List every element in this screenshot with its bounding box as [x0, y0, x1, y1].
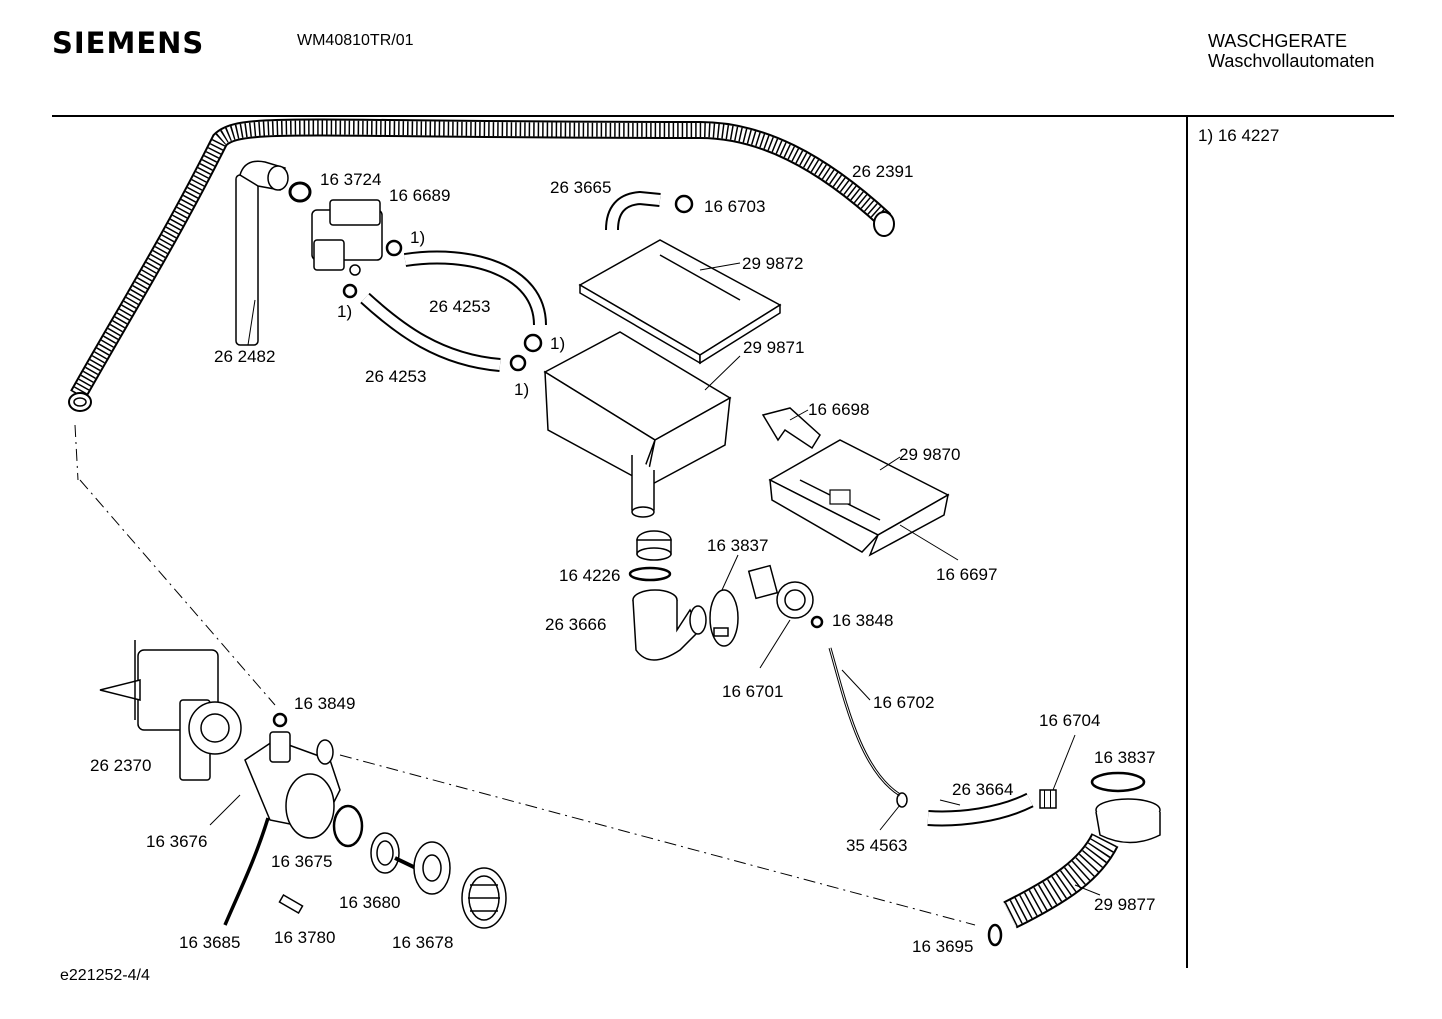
part-label: 26 2391 — [852, 162, 913, 181]
part-label: 26 4253 — [365, 367, 426, 386]
leader-lines — [209, 262, 1101, 896]
drain-pump-part — [99, 640, 288, 781]
part-label: 29 9877 — [1094, 895, 1155, 914]
part-label: 16 3837 — [1094, 748, 1155, 767]
inlet-hose-part — [360, 250, 547, 372]
clip-part — [278, 894, 304, 914]
part-label: 16 6697 — [936, 565, 997, 584]
part-label: 26 2370 — [90, 756, 151, 775]
part-label: 16 6701 — [722, 682, 783, 701]
part-label: 16 4226 — [559, 566, 620, 585]
dispenser-lever-part — [761, 407, 821, 450]
header-divider — [52, 115, 1394, 117]
pressure-tube-part — [828, 647, 901, 797]
dispenser-hose-part — [605, 190, 694, 231]
dispenser-lid-part — [578, 239, 782, 365]
drain-hose-part — [68, 118, 895, 412]
part-label: 16 3837 — [707, 536, 768, 555]
o-ring-part — [709, 589, 739, 647]
part-label: 16 6702 — [873, 693, 934, 712]
guide-lines — [74, 424, 976, 926]
part-label: 16 3676 — [146, 832, 207, 851]
sump-hose-part — [632, 589, 707, 661]
part-labels: 16 3724 16 6689 1) 26 3665 16 6703 26 23… — [90, 162, 1155, 956]
wire-part — [223, 817, 270, 926]
part-label: 29 9871 — [743, 338, 804, 357]
part-label: 1) — [410, 228, 425, 247]
sidebar-divider — [1186, 116, 1188, 968]
part-label: 16 3848 — [832, 611, 893, 630]
sump-seal-part — [628, 530, 672, 582]
part-label: 29 9872 — [742, 254, 803, 273]
part-label: 26 3665 — [550, 178, 611, 197]
air-chamber-hose-part — [927, 789, 1057, 827]
part-label: 16 3724 — [320, 170, 381, 189]
part-label: 16 6689 — [389, 186, 450, 205]
part-label: 16 6698 — [808, 400, 869, 419]
part-label: 1) — [514, 380, 529, 399]
tube-seal-part — [896, 792, 908, 808]
part-label: 16 3685 — [179, 933, 240, 952]
part-label: 26 4253 — [429, 297, 490, 316]
pump-filter-cap-part — [461, 867, 507, 929]
standpipe-elbow-part — [235, 160, 312, 346]
part-label: 29 9870 — [899, 445, 960, 464]
part-label: 16 6704 — [1039, 711, 1100, 730]
part-label: 26 3664 — [952, 780, 1013, 799]
inlet-valve-part — [311, 199, 403, 299]
dispenser-housing-part — [543, 331, 732, 518]
brand-logo: SIEMENS — [52, 26, 205, 60]
category-subtitle: Waschvollautomaten — [1208, 51, 1375, 71]
document-id: e221252-4/4 — [60, 967, 150, 984]
part-label: 16 3780 — [274, 928, 335, 947]
sump-corrugated-hose-part — [987, 771, 1161, 947]
part-label: 26 2482 — [214, 347, 275, 366]
model-number: WM40810TR/01 — [297, 32, 414, 49]
part-label: 35 4563 — [846, 836, 907, 855]
part-label: 1) — [337, 302, 352, 321]
part-label: 16 3680 — [339, 893, 400, 912]
pump-housing-part — [244, 731, 341, 839]
pump-impeller-part — [370, 832, 451, 895]
part-label: 16 3695 — [912, 937, 973, 956]
part-label: 1) — [550, 334, 565, 353]
part-label: 16 3678 — [392, 933, 453, 952]
part-label: 16 6703 — [704, 197, 765, 216]
part-label: 26 3666 — [545, 615, 606, 634]
category-title: WASCHGERATE — [1208, 31, 1348, 51]
part-label: 16 3675 — [271, 852, 332, 871]
pressure-switch-part — [747, 564, 824, 629]
footnote: 1) 16 4227 — [1198, 126, 1280, 145]
part-label: 16 3849 — [294, 694, 355, 713]
detergent-drawer-part — [768, 439, 950, 557]
pump-seal-ring-part — [332, 804, 364, 848]
